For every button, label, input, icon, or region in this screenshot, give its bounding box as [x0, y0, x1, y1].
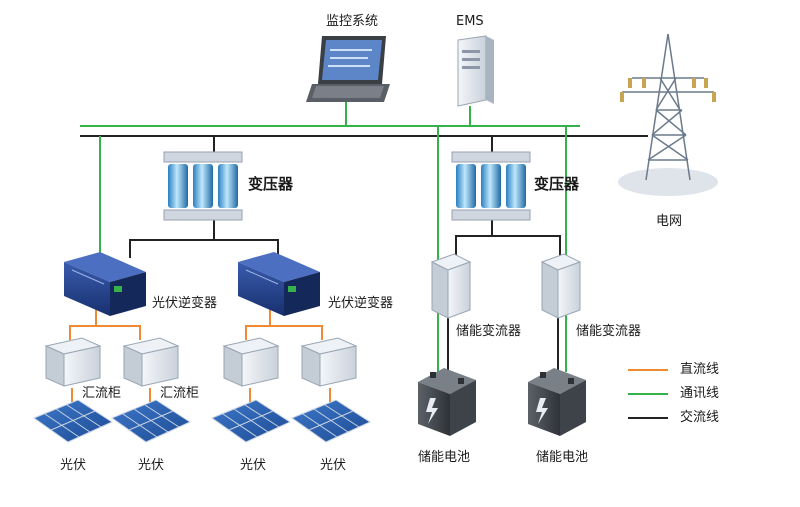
battery-2-label: 储能电池 [536, 450, 589, 465]
grid-label: 电网 [656, 214, 683, 229]
legend-ac-label: 交流线 [680, 410, 720, 425]
pcs-2-label: 储能变流器 [576, 324, 642, 339]
pv-inverter-a-icon [64, 252, 146, 316]
legend-comm-label: 通讯线 [680, 386, 720, 401]
combiner-2-label: 汇流柜 [160, 386, 200, 401]
power-tower-icon [618, 33, 718, 196]
pv-3-label: 光伏 [240, 458, 267, 473]
ems-server-icon [457, 35, 494, 107]
pv-inverter-b-label: 光伏逆变器 [328, 296, 394, 311]
pv-4-label: 光伏 [320, 458, 347, 473]
battery-1-label: 储能电池 [418, 450, 471, 465]
ems-label: EMS [456, 14, 484, 29]
laptop-icon [306, 36, 390, 102]
pcs-1-label: 储能变流器 [456, 324, 522, 339]
monitor-system-label: 监控系统 [326, 14, 379, 29]
pv-panel-4-icon [290, 399, 372, 443]
combiner-box-4-icon [300, 337, 358, 387]
combiner-box-1-icon [44, 337, 102, 387]
transformer-right-icon [451, 151, 531, 221]
battery-2-icon [528, 368, 586, 436]
pv-panel-1-icon [32, 399, 114, 443]
combiner-1-label: 汇流柜 [82, 386, 122, 401]
transformer-left-icon [163, 151, 243, 221]
pv-1-label: 光伏 [60, 458, 87, 473]
pv-inverter-b-icon [238, 252, 320, 316]
transformer-right-label: 变压器 [534, 175, 580, 193]
pcs-2-icon [540, 253, 582, 319]
transformer-left-label: 变压器 [248, 175, 294, 193]
combiner-box-3-icon [222, 337, 280, 387]
combiner-box-2-icon [122, 337, 180, 387]
pv-inverter-a-label: 光伏逆变器 [152, 296, 218, 311]
legend-dc-label: 直流线 [680, 362, 720, 377]
pcs-1-icon [430, 253, 472, 319]
pv-panel-2-icon [110, 399, 192, 443]
pv-panel-3-icon [210, 399, 292, 443]
pv-2-label: 光伏 [138, 458, 165, 473]
battery-1-icon [418, 368, 476, 436]
